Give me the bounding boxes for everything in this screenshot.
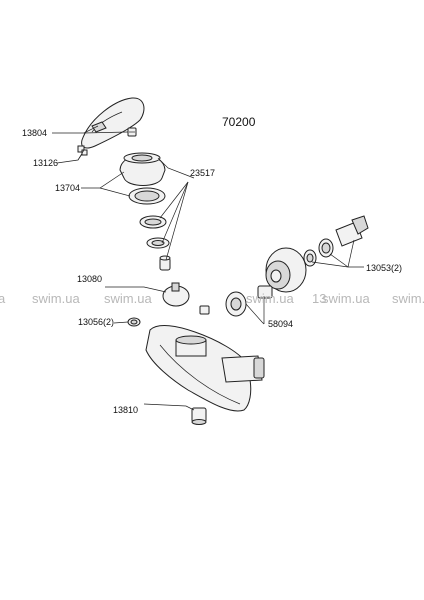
label-23517: 23517 <box>190 168 215 178</box>
watermark-partial-left: a <box>0 291 6 306</box>
label-13056: 13056(2) <box>78 317 114 327</box>
label-13704: 13704 <box>55 183 80 193</box>
cartridge <box>162 282 190 307</box>
watermark-text: swim.ua <box>32 291 80 306</box>
handle-screw <box>127 127 137 137</box>
gasket <box>318 238 334 258</box>
eccentric-connector <box>335 215 369 247</box>
leader-lines <box>52 125 364 411</box>
watermark-text: swim.ua <box>322 291 370 306</box>
mixer-body <box>145 325 265 412</box>
watermark-text: swim.ua <box>392 291 424 306</box>
small-screw <box>77 145 88 156</box>
watermark-text: swim.ua <box>104 291 152 306</box>
flow-knob <box>265 247 307 293</box>
washer <box>146 237 170 249</box>
diagram-title: 70200 <box>222 115 256 129</box>
watermark: a swim.ua swim.ua swim.ua 13 swim.ua swi… <box>0 291 424 306</box>
o-ring <box>127 317 141 327</box>
label-13080: 13080 <box>77 274 102 284</box>
valve-insert <box>257 285 273 299</box>
ring-gear <box>128 187 166 205</box>
label-13053: 13053(2) <box>366 263 402 273</box>
label-58094: 58094 <box>268 319 293 329</box>
label-13126: 13126 <box>33 158 58 168</box>
label-13804: 13804 <box>22 128 47 138</box>
watermark-partial-mid: 13 <box>312 291 326 306</box>
cap-cover <box>119 152 166 186</box>
spindle-part <box>159 255 171 271</box>
watermark-text: swim.ua <box>246 291 294 306</box>
diverter-disc <box>225 291 247 317</box>
outlet-nut <box>191 407 207 425</box>
small-washer <box>303 249 317 267</box>
cartridge-nut <box>139 215 167 229</box>
handle-lever <box>81 97 145 149</box>
label-13810: 13810 <box>113 405 138 415</box>
insert-part <box>199 305 210 315</box>
